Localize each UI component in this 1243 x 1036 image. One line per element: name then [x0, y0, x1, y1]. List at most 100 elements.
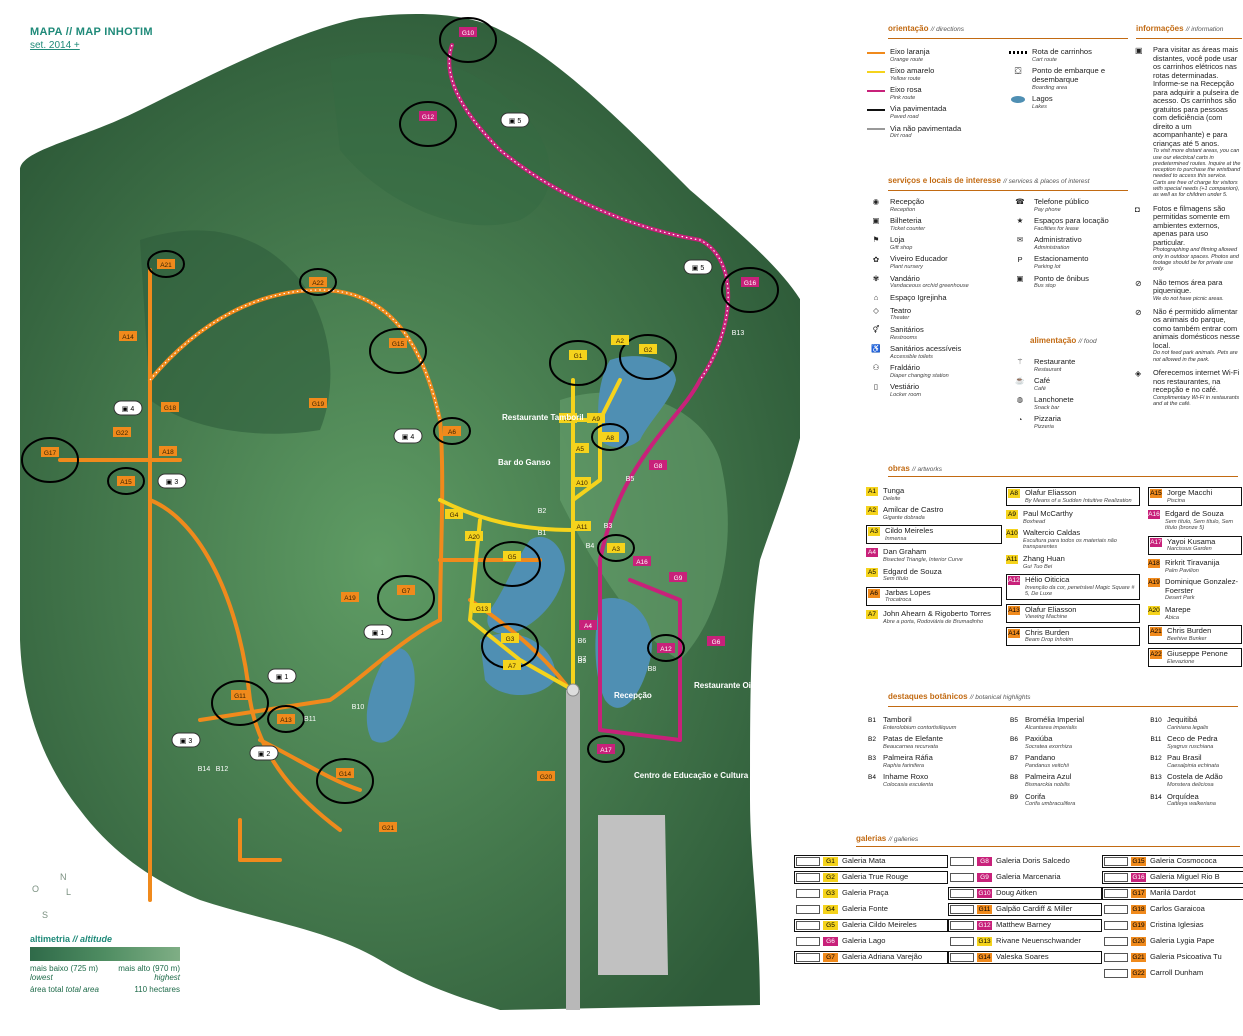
- map-marker-g1[interactable]: G1: [549, 340, 607, 386]
- markers-layer: G10G12G16G15G1G2G19G18G22G17G8G4G5G13G3G…: [21, 17, 779, 832]
- svg-text:▣ 2: ▣ 2: [258, 751, 271, 758]
- marker-label: A4: [584, 623, 592, 630]
- reception-node: [566, 683, 580, 697]
- map-marker-a4[interactable]: A4: [579, 620, 597, 630]
- map-marker-b10[interactable]: B10: [352, 704, 365, 711]
- map-marker-g7[interactable]: G7: [377, 575, 435, 621]
- artwork-badge: A11: [1006, 554, 1018, 564]
- marker-badge: [389, 338, 407, 348]
- map-marker-g18[interactable]: G18: [161, 402, 179, 412]
- map-marker-g11[interactable]: G11: [211, 680, 269, 726]
- map-marker-g6[interactable]: G6: [707, 636, 725, 646]
- map-marker-b11[interactable]: B11: [304, 716, 316, 723]
- map-marker-b7[interactable]: B7: [578, 656, 587, 663]
- map-marker-g20[interactable]: G20: [537, 771, 555, 781]
- map-marker-a10[interactable]: A10: [573, 477, 591, 487]
- gallery-icon: G14: [950, 953, 996, 962]
- map-marker-a8[interactable]: A8: [591, 423, 629, 451]
- marker-label: G14: [339, 771, 352, 778]
- map-marker-b12[interactable]: B12: [216, 766, 229, 773]
- map-marker-g2[interactable]: G2: [619, 334, 677, 380]
- marker-label: A19: [344, 595, 356, 602]
- map-marker-a3[interactable]: A3: [597, 534, 635, 562]
- map-marker-a11[interactable]: A11: [573, 521, 591, 531]
- map-marker-a14[interactable]: A14: [119, 331, 137, 341]
- map-marker-a22[interactable]: A22: [299, 268, 337, 296]
- map-marker-a7[interactable]: A7: [503, 660, 521, 670]
- map-marker-b8[interactable]: B8: [648, 666, 657, 673]
- botanical-title: destaques botânicos // botanical highlig…: [888, 692, 1031, 701]
- marker-label: B11: [304, 716, 316, 723]
- map-marker-a17[interactable]: A17: [587, 735, 625, 763]
- map-marker-b5[interactable]: B5: [626, 476, 635, 483]
- marker-label: B3: [604, 523, 613, 530]
- map-marker-g4[interactable]: G4: [445, 509, 463, 519]
- map-marker-a16[interactable]: A16: [633, 556, 651, 566]
- svg-text:N: N: [60, 872, 67, 882]
- marker-badge: [707, 636, 725, 646]
- map-marker-g14[interactable]: G14: [316, 758, 374, 804]
- artwork-badge: A4: [866, 548, 878, 558]
- marker-badge: [633, 556, 651, 566]
- map-marker-b2[interactable]: B2: [538, 508, 547, 515]
- marker-badge: [607, 543, 625, 553]
- gallery-icon: G4: [796, 905, 842, 914]
- highlight-circle: [369, 328, 427, 374]
- botanic-badge: B14: [1150, 793, 1162, 801]
- map-marker-a6[interactable]: A6: [433, 417, 471, 445]
- map-marker-a20[interactable]: A20: [465, 531, 483, 541]
- botanic-badge: B2: [868, 736, 876, 744]
- map-marker-a12[interactable]: A12: [647, 634, 685, 662]
- map-marker-g5[interactable]: G5: [483, 541, 541, 587]
- map-marker-g9[interactable]: G9: [669, 572, 687, 582]
- map-marker-b14[interactable]: B14: [198, 766, 211, 773]
- map-marker-g16[interactable]: G16: [721, 267, 779, 313]
- map-marker-g13[interactable]: G13: [473, 603, 491, 613]
- map-marker-g8[interactable]: G8: [649, 460, 667, 470]
- map-marker-g12[interactable]: G12: [399, 101, 457, 147]
- map-marker-b3[interactable]: B3: [604, 523, 613, 530]
- artwork-badge: A22: [1150, 650, 1162, 660]
- map-marker-a19[interactable]: A19: [341, 592, 359, 602]
- map-marker-a18[interactable]: A18: [159, 446, 177, 456]
- map-marker-g17[interactable]: G17: [21, 437, 79, 483]
- marker-label: A17: [600, 747, 612, 754]
- marker-label: G4: [450, 512, 459, 519]
- botanic-badge: B9: [1010, 793, 1018, 801]
- map-marker-a21[interactable]: A21: [147, 250, 185, 278]
- runway: [566, 690, 580, 1010]
- marker-badge: [341, 592, 359, 602]
- bus-stop-marker: ▣ 4: [113, 400, 143, 416]
- map-marker-b1[interactable]: B1: [538, 530, 547, 537]
- map-marker-a1[interactable]: A1: [559, 413, 577, 423]
- food-icon: ☕: [1015, 376, 1025, 386]
- service-icon: ✿: [872, 254, 880, 264]
- map-marker-g19[interactable]: G19: [309, 398, 327, 408]
- map-marker-a9[interactable]: A9: [587, 413, 605, 423]
- map-marker-g10[interactable]: G10: [439, 17, 497, 63]
- map-marker-a13[interactable]: A13: [267, 705, 305, 733]
- map-marker-b13[interactable]: B13: [732, 330, 745, 337]
- map-marker-b6[interactable]: B6: [578, 638, 587, 645]
- marker-badge: [465, 531, 483, 541]
- map-marker-a2[interactable]: A2: [611, 335, 629, 345]
- map-marker-a15[interactable]: A15: [107, 467, 145, 495]
- map-marker-b9[interactable]: B9: [578, 658, 587, 665]
- map-marker-a5[interactable]: A5: [571, 443, 589, 453]
- marker-label: G12: [422, 114, 435, 121]
- map-marker-g21[interactable]: G21: [379, 822, 397, 832]
- botanic-badge: B3: [868, 755, 876, 763]
- marker-label: A13: [280, 717, 292, 724]
- map-marker-b4[interactable]: B4: [586, 543, 595, 550]
- map-marker-g15[interactable]: G15: [369, 328, 427, 374]
- map-marker-g22[interactable]: G22: [113, 427, 131, 437]
